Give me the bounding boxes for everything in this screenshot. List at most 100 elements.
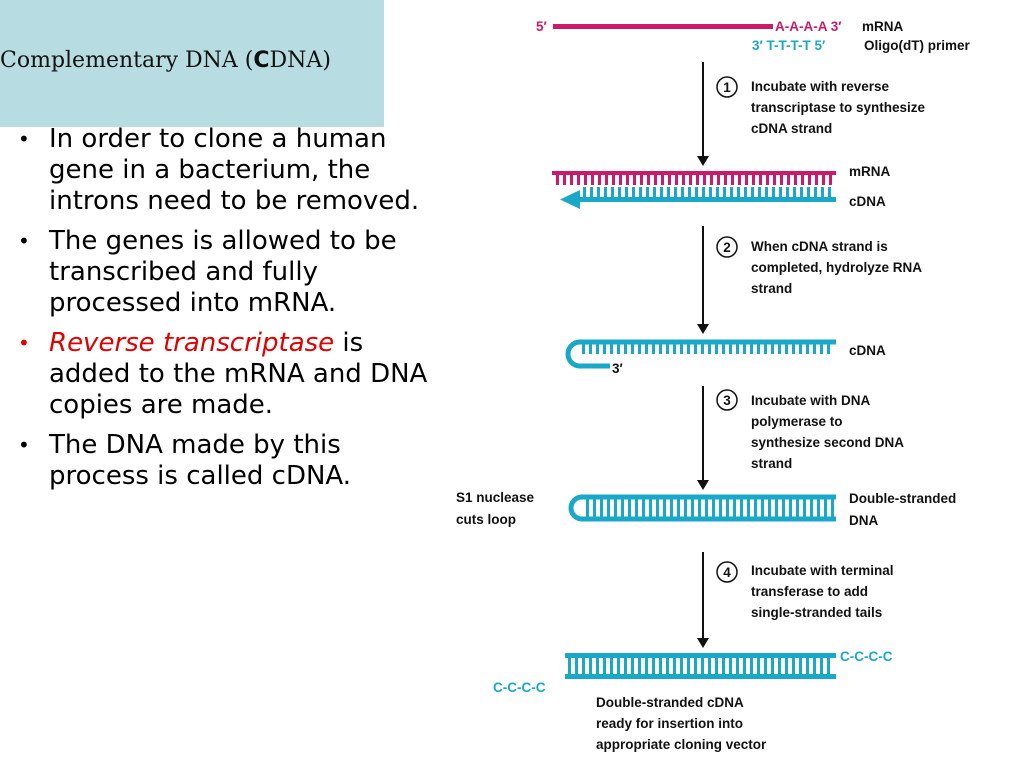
base-pair-tick: [799, 344, 802, 354]
base-pair-tick: [820, 344, 823, 354]
base-pair-tick: [715, 657, 718, 675]
base-pair-tick: [618, 187, 621, 197]
title-prefix: Complementary DNA (: [0, 48, 254, 73]
base-pair-tick: [708, 657, 711, 675]
step-number-badge: [716, 389, 738, 411]
base-pair-tick: [796, 499, 799, 517]
base-pair-tick: [677, 499, 680, 517]
final-caption-line: appropriate cloning vector: [596, 737, 767, 752]
base-pair-tick: [716, 187, 719, 197]
base-pair-tick: [556, 175, 559, 185]
base-pair-tick: [744, 187, 747, 197]
step-4-line: transferase to add: [751, 584, 868, 599]
base-pair-tick: [743, 344, 746, 354]
base-pair-tick: [733, 499, 736, 517]
base-pair-tick: [631, 344, 634, 354]
base-pair-tick: [771, 344, 774, 354]
base-pair-tick: [563, 175, 566, 185]
base-pair-tick: [743, 657, 746, 675]
hybrid-mrna-label: mRNA: [849, 164, 891, 179]
final-double-stranded-cdna: [565, 653, 836, 679]
bullet-list: •In order to clone a human gene in a bac…: [18, 124, 438, 501]
base-pair-tick: [673, 344, 676, 354]
base-pair-tick: [698, 499, 701, 517]
base-pair-tick: [723, 187, 726, 197]
base-pair-tick: [682, 175, 685, 185]
base-pair-tick: [673, 657, 676, 675]
base-pair-tick: [646, 187, 649, 197]
base-pair-tick: [645, 657, 648, 675]
base-pair-tick: [773, 175, 776, 185]
base-pair-tick: [695, 187, 698, 197]
base-pair-tick: [635, 499, 638, 517]
step-number-badge: [716, 561, 738, 583]
base-pair-tick: [750, 657, 753, 675]
base-pair-tick: [659, 657, 662, 675]
base-pair-tick: [759, 175, 762, 185]
final-bottom-strand: [565, 674, 836, 679]
base-pair-tick: [766, 175, 769, 185]
base-pair-tick: [617, 344, 620, 354]
base-pair-tick: [831, 499, 834, 517]
base-pair-tick: [625, 187, 628, 197]
bullet-highlight: Reverse transcriptase: [49, 328, 335, 358]
base-pair-tick: [736, 657, 739, 675]
double-stranded-label: DNA: [849, 513, 878, 528]
base-pair-tick: [792, 657, 795, 675]
base-pair-tick: [619, 175, 622, 185]
hybrid-base-pairs: [556, 175, 832, 197]
base-pair-tick: [792, 344, 795, 354]
step-number: 4: [723, 565, 731, 580]
base-pair-tick: [765, 187, 768, 197]
base-pair-tick: [778, 657, 781, 675]
base-pair-tick: [614, 499, 617, 517]
s1-nuclease-label: cuts loop: [456, 512, 516, 527]
base-pair-tick: [603, 344, 606, 354]
base-pair-tick: [593, 499, 596, 517]
base-pair-tick: [817, 499, 820, 517]
base-pair-tick: [597, 187, 600, 197]
base-pair-tick: [638, 657, 641, 675]
base-pair-tick: [670, 499, 673, 517]
base-pair-tick: [703, 175, 706, 185]
title-suffix: DNA): [269, 48, 331, 73]
step-3-line: Incubate with DNA: [751, 393, 871, 408]
base-pair-tick: [722, 344, 725, 354]
final-top-strand: [565, 653, 836, 658]
base-pair-tick: [724, 175, 727, 185]
base-pair-tick: [709, 187, 712, 197]
base-pair-tick: [757, 657, 760, 675]
double-strand-loop: [568, 494, 836, 522]
step-4-line: single-stranded tails: [751, 605, 882, 620]
base-pair-tick: [577, 175, 580, 185]
base-pair-tick: [782, 499, 785, 517]
hybrid-mrna-strand: [552, 171, 836, 175]
base-pair-tick: [675, 175, 678, 185]
base-pair-tick: [583, 187, 586, 197]
base-pair-tick: [761, 499, 764, 517]
s1-nuclease-label: S1 nuclease: [456, 490, 535, 505]
base-pair-tick: [600, 499, 603, 517]
base-pair-tick: [654, 175, 657, 185]
base-pair-tick: [684, 499, 687, 517]
slide-title: Complementary DNA (CDNA): [0, 48, 331, 73]
base-pair-tick: [729, 657, 732, 675]
base-pair-tick: [814, 187, 817, 197]
base-pair-tick: [687, 344, 690, 354]
base-pair-tick: [687, 657, 690, 675]
step-3-line: synthesize second DNA: [751, 435, 904, 450]
base-pair-tick: [780, 175, 783, 185]
base-pair-tick: [589, 657, 592, 675]
base-pair-tick: [610, 344, 613, 354]
base-pair-tick: [800, 187, 803, 197]
base-pair-tick: [584, 175, 587, 185]
base-pair-tick: [730, 187, 733, 197]
mrna-cdna-hybrid: [552, 171, 836, 209]
mrna-label: mRNA: [862, 19, 904, 34]
poly-a-tail-label: A-A-A-A 3′: [775, 19, 841, 34]
base-pair-tick: [705, 499, 708, 517]
base-pair-tick: [750, 344, 753, 354]
base-pair-tick: [789, 499, 792, 517]
title-highlight: C: [253, 48, 270, 73]
base-pair-tick: [702, 187, 705, 197]
